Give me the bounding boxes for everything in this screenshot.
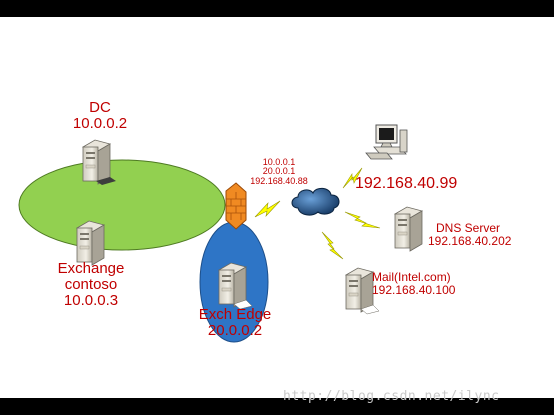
dc-label: DC 10.0.0.2 bbox=[72, 100, 128, 132]
edge-label: Exch Edge 20.0.0.2 bbox=[193, 307, 277, 339]
exchange-label: Exchange contoso 10.0.0.3 bbox=[51, 261, 131, 308]
dns-ip: 192.168.40.202 bbox=[428, 233, 512, 248]
dc-ip: 10.0.0.2 bbox=[72, 114, 128, 132]
dc-server-icon bbox=[81, 139, 116, 185]
dns-server-icon bbox=[393, 206, 424, 252]
mail-ip: 192.168.40.100 bbox=[372, 282, 456, 297]
link-firewall-cloud bbox=[254, 200, 281, 218]
edge-server-icon bbox=[217, 262, 253, 310]
cloud-icon bbox=[291, 187, 340, 216]
exchange-server-icon bbox=[75, 220, 106, 266]
firewall-ip-2: 20.0.0.1 bbox=[262, 166, 296, 177]
firewall-icon bbox=[225, 182, 247, 230]
link-cloud-dns bbox=[344, 211, 381, 229]
dns-name: DNS Server bbox=[436, 221, 501, 235]
client-computer-icon bbox=[365, 124, 408, 160]
link-cloud-client bbox=[342, 167, 363, 189]
firewall-ip-1: 10.0.0.1 bbox=[262, 157, 296, 167]
internal-network-zone bbox=[18, 159, 226, 251]
watermark: http://blog.csdn.net/ilync bbox=[283, 389, 500, 404]
network-links bbox=[254, 167, 381, 260]
dns-label: DNS Server 192.168.40.202 bbox=[428, 222, 511, 247]
exchange-name: Exchange bbox=[57, 260, 125, 277]
edge-name: Exch Edge bbox=[198, 306, 272, 323]
link-cloud-mail bbox=[321, 231, 344, 260]
mail-name: Mail(Intel.com) bbox=[372, 270, 451, 284]
exchange-domain: contoso bbox=[64, 275, 118, 293]
mail-server-icon bbox=[344, 267, 380, 315]
client-ip: 192.168.40.99 bbox=[355, 175, 458, 192]
firewall-ip-3: 192.168.40.88 bbox=[250, 175, 308, 186]
exchange-ip: 10.0.0.3 bbox=[63, 291, 119, 309]
dc-name: DC bbox=[89, 99, 111, 116]
edge-ip: 20.0.0.2 bbox=[207, 321, 263, 339]
mail-label: Mail(Intel.com) 192.168.40.100 bbox=[372, 271, 455, 296]
firewall-ips: 10.0.0.1 20.0.0.1 192.168.40.88 bbox=[244, 157, 314, 186]
